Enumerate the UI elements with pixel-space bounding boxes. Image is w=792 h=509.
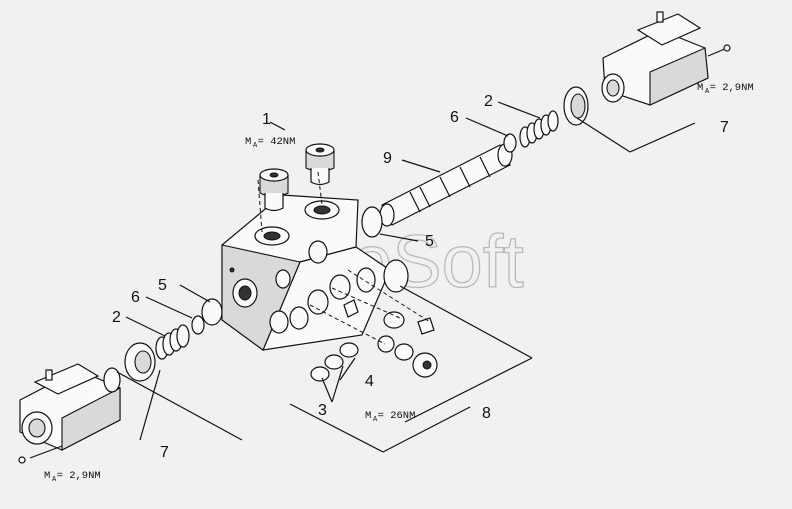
torque-solenoid-upper: M = 2,9NM [697,82,754,94]
valve-block [221,194,391,351]
callout-3: 3 [318,402,327,419]
o-rings [310,342,359,382]
torque-solenoid-lower-subscript: A [52,476,57,484]
callout-7-upper: 7 [720,119,729,136]
torque-solenoid-lower: M = 2,9NM [44,470,101,482]
callout-8: 8 [482,405,491,422]
solenoid-lower [18,363,121,464]
callout-6-lower: 6 [131,289,140,306]
torque-check-plug-subscript: A [373,416,378,424]
callout-5-lower: 5 [158,277,167,294]
spool [379,143,513,227]
callout-4: 4 [365,373,374,390]
spring-lower [155,324,190,360]
leader-lines [116,101,696,453]
torque-check-plug: M = 26NM [365,410,415,422]
callout-1: 1 [262,111,271,128]
plug-right [305,143,335,186]
solenoid-upper [601,11,731,106]
callout-9: 9 [383,150,392,167]
torque-solenoid-upper-subscript: A [705,88,710,96]
callout-7-lower: 7 [160,444,169,461]
spring-upper [519,110,559,148]
seal-lower-5 [201,298,223,326]
seal-lower-6 [191,315,205,335]
callout-5-upper: 5 [425,233,434,250]
torque-plugs-subscript: A [253,142,258,150]
nut-lower [124,342,156,382]
seal-upper-5 [361,206,383,238]
callout-2-upper: 2 [484,93,493,110]
callout-6-upper: 6 [450,109,459,126]
plug-left [259,168,289,212]
nut-upper [563,86,589,126]
callout-2-lower: 2 [112,309,121,326]
seal-upper-6 [503,133,517,153]
check-valve-kit [343,259,438,378]
torque-plugs: M = 42NM [245,136,295,148]
